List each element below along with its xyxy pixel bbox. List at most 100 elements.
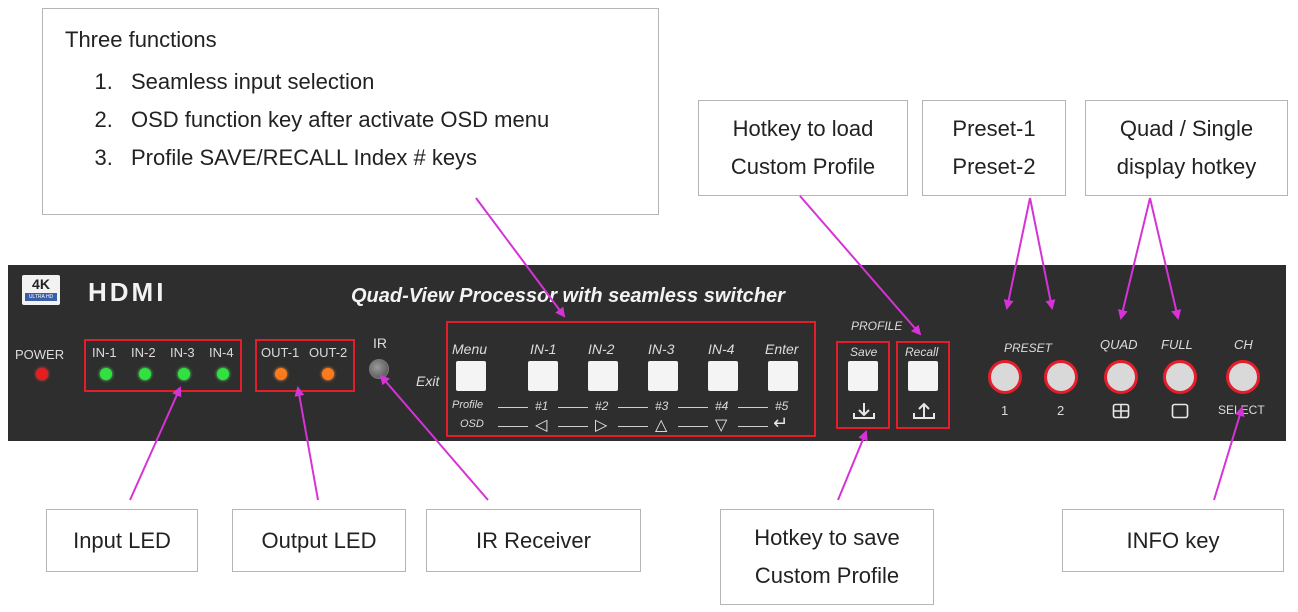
ch-label: CH <box>1234 337 1253 352</box>
key-label-exit: Exit <box>416 373 440 389</box>
full-button[interactable] <box>1163 360 1197 394</box>
input-led-label: IN-3 <box>170 345 195 360</box>
enter-button[interactable] <box>768 361 798 391</box>
profile-index: #2 <box>595 399 609 413</box>
arrow-save-profile <box>837 430 868 501</box>
divider-line <box>618 426 648 427</box>
save-download-icon <box>853 403 875 419</box>
quad-view-icon <box>1112 403 1130 419</box>
profile-group-label: PROFILE <box>851 319 903 333</box>
divider-line <box>558 407 588 408</box>
key-label-in4: IN-4 <box>708 341 735 357</box>
down-arrow-icon: ▽ <box>715 415 728 434</box>
ir-label: IR <box>373 335 387 351</box>
callout-line: Hotkey to save <box>754 525 900 550</box>
recall-highlight <box>896 341 950 429</box>
callout-line: Custom Profile <box>754 563 900 588</box>
preset-number: 2 <box>1057 403 1065 418</box>
profile-index: #3 <box>655 399 669 413</box>
callout-load-profile: Hotkey to load Custom Profile <box>698 100 908 196</box>
logo-4k-text: 4K <box>32 276 50 292</box>
input-led-label: IN-1 <box>92 345 117 360</box>
up-arrow-icon: △ <box>655 415 668 434</box>
left-arrow-icon: ◁ <box>535 415 548 434</box>
key-label-in2: IN-2 <box>588 341 615 357</box>
recall-button[interactable] <box>908 361 938 391</box>
key-label-in1: IN-1 <box>530 341 557 357</box>
logo-4k-subtext: ULTRA HD <box>25 293 57 301</box>
key-label-enter: Enter <box>765 341 799 357</box>
front-panel: 4K ULTRA HD HDMI Quad-View Processor wit… <box>8 265 1286 441</box>
menu-button[interactable] <box>456 361 486 391</box>
divider-line <box>498 407 528 408</box>
preset-label: PRESET <box>1004 341 1053 355</box>
callout-quad-single: Quad / Single display hotkey <box>1085 100 1288 196</box>
full-label: FULL <box>1161 337 1193 352</box>
logo-4k: 4K ULTRA HD <box>22 275 60 305</box>
profile-index: #5 <box>775 399 789 413</box>
profile-index: #4 <box>715 399 729 413</box>
callout-line: Input LED <box>73 527 171 553</box>
function-keys-highlight <box>446 321 816 437</box>
ch-select-button[interactable] <box>1226 360 1260 394</box>
callout-save-profile: Hotkey to save Custom Profile <box>720 509 934 605</box>
key-label-in3: IN-3 <box>648 341 675 357</box>
key-label-menu: Menu <box>452 341 488 357</box>
divider-line <box>678 407 708 408</box>
output-led-label: OUT-1 <box>261 345 300 360</box>
callout-output-led: Output LED <box>232 509 406 572</box>
input-led <box>178 368 190 380</box>
callout-info-key: INFO key <box>1062 509 1284 572</box>
in4-button[interactable] <box>708 361 738 391</box>
in3-button[interactable] <box>648 361 678 391</box>
callout-line: Custom Profile <box>730 154 876 179</box>
callout-preset: Preset-1 Preset-2 <box>922 100 1066 196</box>
quad-button[interactable] <box>1104 360 1138 394</box>
profile-index: #1 <box>535 399 549 413</box>
function-item: Profile SAVE/RECALL Index # keys <box>119 139 636 177</box>
input-led <box>100 368 112 380</box>
in1-button[interactable] <box>528 361 558 391</box>
output-led <box>275 368 287 380</box>
divider-line <box>618 407 648 408</box>
callout-input-led: Input LED <box>46 509 198 572</box>
in2-button[interactable] <box>588 361 618 391</box>
preset-2-button[interactable] <box>1044 360 1078 394</box>
select-label: SELECT <box>1218 403 1265 417</box>
power-led <box>36 368 48 380</box>
divider-line <box>678 426 708 427</box>
divider-line <box>738 426 768 427</box>
enter-return-icon: ↵ <box>773 413 789 434</box>
callout-line: Preset-1 <box>952 116 1036 141</box>
logo-hdmi: HDMI <box>88 277 167 307</box>
right-arrow-icon: ▷ <box>595 415 608 434</box>
output-led <box>322 368 334 380</box>
save-label: Save <box>850 345 878 359</box>
input-led-label: IN-4 <box>209 345 234 360</box>
profile-row-label: Profile <box>452 399 484 411</box>
input-led <box>217 368 229 380</box>
save-button[interactable] <box>848 361 878 391</box>
recall-upload-icon <box>913 402 935 419</box>
panel-title: Quad-View Processor with seamless switch… <box>351 285 785 307</box>
save-highlight <box>836 341 890 429</box>
preset-1-button[interactable] <box>988 360 1022 394</box>
input-led <box>139 368 151 380</box>
preset-number: 1 <box>1001 403 1009 418</box>
callout-title: Three functions <box>65 27 217 52</box>
callout-line: INFO key <box>1126 527 1220 553</box>
divider-line <box>738 407 768 408</box>
function-list: Seamless input selection OSD function ke… <box>65 63 636 177</box>
power-label: POWER <box>15 347 65 362</box>
function-item: OSD function key after activate OSD menu <box>119 101 636 139</box>
callout-line: Output LED <box>261 527 377 553</box>
callout-line: display hotkey <box>1116 154 1257 179</box>
callout-line: Hotkey to load <box>732 116 874 141</box>
recall-label: Recall <box>905 345 939 359</box>
divider-line <box>498 426 528 427</box>
callout-line: Preset-2 <box>952 154 1036 179</box>
input-led-label: IN-2 <box>131 345 156 360</box>
divider-line <box>558 426 588 427</box>
quad-label: QUAD <box>1100 337 1138 352</box>
function-item: Seamless input selection <box>119 63 636 101</box>
